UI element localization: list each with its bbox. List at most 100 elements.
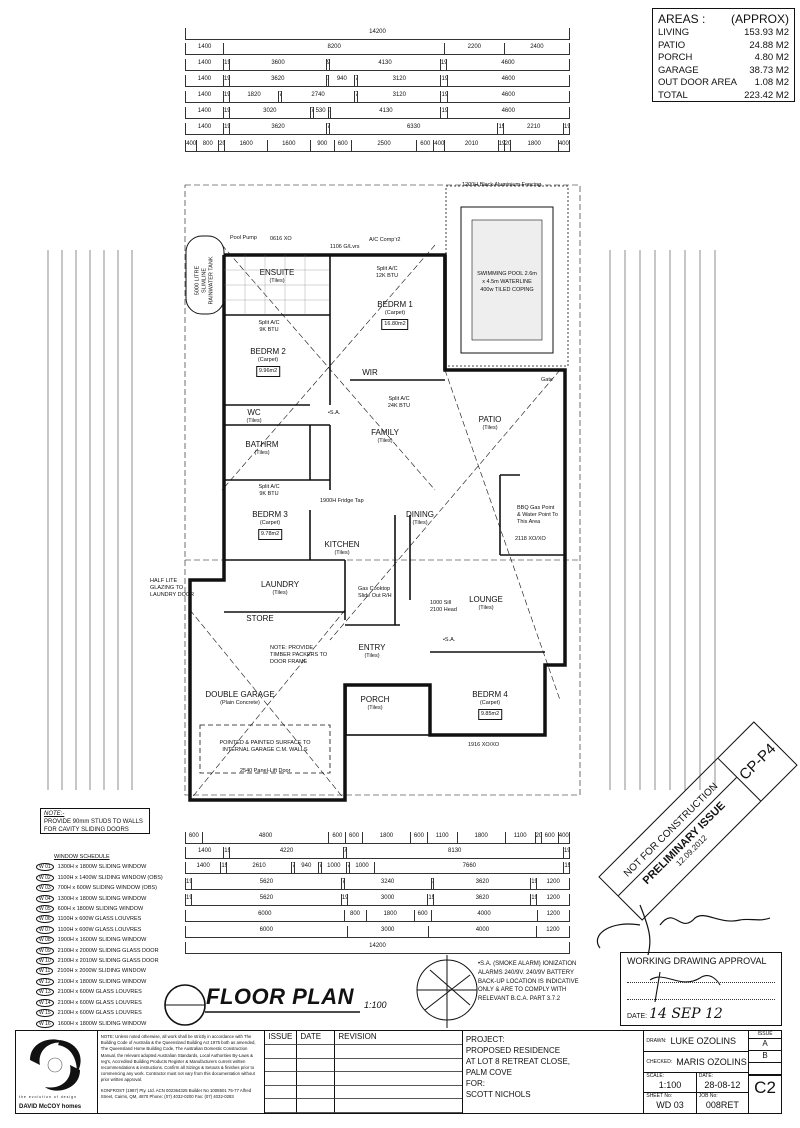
company-name: DAVID McCOY homes (19, 1104, 82, 1110)
window-desc: 700H x 600W SLIDING WINDOW (OBS) (57, 885, 157, 892)
for-label: FOR: (465, 1079, 485, 1088)
dimension-value: 5620 (191, 894, 341, 905)
room-floor: (Plain Concrete) (220, 700, 260, 706)
dimension-value: 190 (222, 75, 229, 86)
room-floor: (Tiles) (478, 605, 494, 611)
drawn-by: LUKE OZOLINS (670, 1035, 736, 1046)
dimension-value: 70 (430, 878, 433, 889)
room-label: BEDRM 1(Carpet)16.80m2 (377, 300, 413, 330)
dimension-value: 2210 (503, 123, 563, 134)
area-value: 4.80 M2 (754, 52, 789, 63)
note-text: PROVIDE 90mm STUDS TO WALLS FOR CAVITY S… (44, 819, 143, 833)
room-label: BEDRM 2(Carpet)9.96m2 (250, 347, 286, 377)
signature-icon (596, 904, 771, 956)
window-id: W 14 (36, 998, 54, 1007)
dimension-value: 4800 (201, 832, 329, 843)
dimension-value: 70 (354, 75, 357, 86)
dimension-value: 70 (327, 107, 330, 118)
date-label: DATE: (698, 1072, 714, 1079)
dimension-value: 90 (325, 59, 329, 70)
room-label: PATIO(Tiles) (479, 415, 502, 433)
dimension-value: 4130 (330, 107, 440, 118)
dimension-value: 940 (293, 862, 318, 873)
dimension-value: 190 (220, 862, 226, 873)
dimension-value: 190 (530, 878, 536, 889)
dimension-value: 70 (309, 107, 313, 118)
north-point-icon (416, 955, 478, 1028)
dimension-value: 7660 (374, 862, 563, 873)
approval-date-label: DATE: (627, 1013, 648, 1020)
room-name: LOUNGE (469, 595, 503, 604)
dimension-value: 190 (563, 862, 570, 873)
dimension-value: 2200 (443, 43, 504, 54)
room-floor: (Tiles) (334, 550, 350, 556)
window-desc: 1600H x 1800W SLIDING WINDOW (57, 1020, 147, 1027)
drawing-title: FLOOR PLAN (206, 984, 354, 1009)
working-drawing-approval: WORKING DRAWING APPROVAL DATE: 14 SEP 12 (620, 952, 782, 1026)
timber-packers-note: NOTE: PROVIDE TIMBER PACKERS TO DOOR FRA… (270, 645, 328, 665)
window-desc: 2100H x 1800W SLIDING WINDOW (57, 978, 147, 985)
revision-cell (297, 1085, 336, 1100)
room-name: LAUNDRY (260, 580, 300, 589)
pool-pump-label: Pool Pump (230, 235, 257, 241)
issue-column: ISSUE A B C2 (749, 1031, 781, 1113)
dimension-value: 3620 (433, 894, 530, 905)
window-desc: 1100H x 600W GLASS LOUVRES (57, 916, 142, 923)
dimension-value: 4600 (446, 107, 570, 118)
dimension-value: 1800 (509, 140, 558, 151)
room-name: FAMILY (371, 428, 399, 437)
dimension-value: 1600 (224, 140, 267, 151)
area-value: 1.08 M2 (754, 77, 789, 88)
dimension-value: 14200 (185, 942, 570, 953)
dimension-value: 70 (278, 91, 281, 102)
pool-label: SWIMMING POOL 2.6m x 4.5m WATERLINE 400w… (477, 271, 537, 293)
window-id: W 09 (36, 946, 54, 955)
dimension-value: 1400 (185, 862, 220, 873)
room-name: KITCHEN (324, 540, 360, 549)
room-floor: (Tiles) (272, 590, 288, 596)
window-desc: 1100H x 600W GLASS LOUVRES (57, 926, 142, 933)
project-line: PALM COVE (465, 1068, 512, 1077)
scale-value: 1:100 (658, 1079, 682, 1090)
drawn-label: DRAWN: (646, 1037, 667, 1044)
area-value: 223.42 M2 (744, 89, 789, 101)
window-id: W 01 (36, 863, 54, 872)
window-desc: 2100H x 600W GLASS LOUVRES (57, 1010, 142, 1017)
dimension-value: 400 (185, 140, 196, 151)
dimension-value: 600 (416, 140, 433, 151)
approval-date: 14 SEP 12 (649, 1006, 723, 1022)
dimension-value: 70 (340, 878, 344, 889)
room-name: PATIO (478, 415, 502, 424)
dimension-value: 600 (410, 832, 427, 843)
room-floor: (Carpet) (384, 310, 406, 316)
room-area: 9.78m2 (257, 529, 283, 540)
window-desc: 1300H x 1800W SLIDING WINDOW (57, 864, 147, 871)
room-floor: (Tiles) (246, 418, 262, 424)
dimension-value: 6330 (328, 123, 498, 134)
dimension-value: 70 (325, 75, 328, 86)
dimension-value: 4220 (229, 847, 342, 858)
dimension-value: 190 (223, 123, 229, 134)
dimension-row: 19056207032407036201901200 (185, 878, 571, 890)
room-name: STORE (246, 614, 274, 623)
dimension-value: 1000 (348, 862, 375, 873)
dimension-value: 1600 (266, 140, 310, 151)
dimension-value: 1400 (185, 107, 223, 118)
dimension-value: 600 (333, 140, 351, 151)
dimension-value: 530 (312, 107, 328, 118)
dimension-value: 190 (185, 894, 191, 905)
company-logo-icon (30, 1039, 81, 1091)
room-name: BEDRM 2 (250, 347, 286, 356)
revision-cell (335, 1099, 462, 1113)
room-name: ENSUITE (259, 268, 295, 277)
garage-walls-note: POINTED & PAINTED SURFACE TO INTERNAL GA… (219, 740, 311, 753)
split-ac-bedrm2: Split A/C 9K BTU (258, 320, 280, 333)
general-note: NOTE: Unless noted otherwise, all work s… (98, 1031, 266, 1113)
